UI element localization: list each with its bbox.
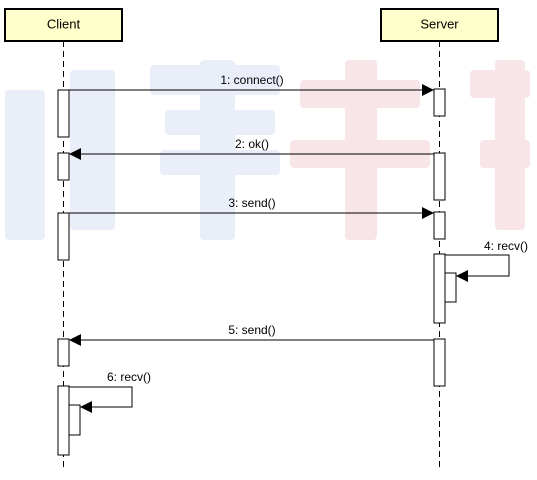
client-activation-bar	[57, 212, 70, 261]
message-5-label: 5: send()	[228, 323, 275, 337]
client-activations	[57, 89, 81, 456]
watermark-left	[5, 60, 280, 240]
server-activation-bar	[433, 253, 446, 324]
participant-server-label: Server	[420, 16, 459, 31]
message-1: 1: connect()	[69, 73, 434, 96]
server-activation-bar	[433, 88, 446, 117]
server-activation-bar	[433, 211, 446, 240]
message-4-arrow	[445, 254, 510, 282]
participant-client-label: Client	[47, 16, 81, 31]
client-activation-bar	[57, 152, 70, 181]
message-6-arrow	[69, 386, 133, 413]
server-activation-bar	[433, 152, 446, 201]
client-activation-bar	[57, 338, 70, 367]
message-6: 6: recv()	[69, 370, 151, 413]
message-6-label: 6: recv()	[107, 370, 151, 384]
message-2-label: 2: ok()	[235, 137, 269, 151]
message-5: 5: send()	[69, 323, 434, 346]
watermark	[5, 60, 530, 240]
message-2: 2: ok()	[69, 137, 434, 160]
server-nested-activation-bar	[444, 272, 457, 303]
watermark-right	[290, 60, 530, 240]
message-3: 3: send()	[69, 196, 434, 219]
client-nested-activation-bar	[68, 404, 81, 436]
message-4-label: 4: recv()	[484, 239, 528, 253]
message-1-label: 1: connect()	[220, 73, 283, 87]
server-activation-bar	[433, 338, 446, 387]
client-activation-bar	[57, 385, 70, 456]
client-activation-bar	[57, 89, 70, 138]
participant-server: Server	[380, 8, 499, 470]
message-4: 4: recv()	[445, 239, 528, 282]
server-activations	[433, 88, 457, 387]
participant-server-head	[380, 8, 499, 42]
message-3-label: 3: send()	[228, 196, 275, 210]
